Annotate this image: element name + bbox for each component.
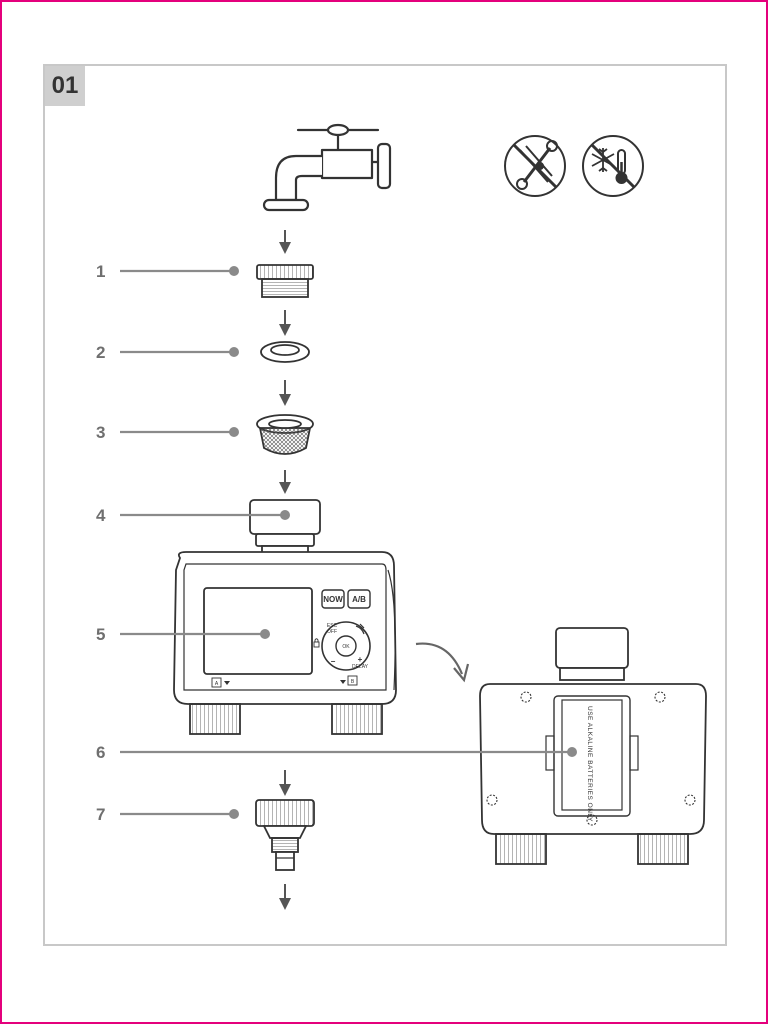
no-tools-icon [504,135,566,197]
plus-button-label: + [358,655,363,664]
callout-6: 6 [96,743,105,762]
part-quick-connector [255,799,315,871]
minus-button-label: − [331,657,336,666]
outlet-a-label: A [215,681,219,687]
outlet-b-label: B [351,679,355,685]
callout-1: 1 [96,262,105,281]
part-washer [260,341,310,363]
off-button-label: OFF [327,629,337,635]
faucet-icon [262,123,392,212]
timer-controls: NOW A/B OK ESC OFF − + DELAY A B [211,589,371,688]
timer-front [173,499,397,735]
callout-5: 5 [96,625,105,644]
esc-button-label: ESC [327,623,338,629]
outlet-a-arrow-icon [224,681,230,685]
now-button-label: NOW [323,595,343,604]
battery-label: USE ALKALINE BATTERIES ONLY [586,706,593,822]
delay-button-label: DELAY [352,664,369,670]
step-badge: 01 [45,66,85,106]
no-frost-icon [582,135,644,197]
ok-button[interactable] [335,635,357,657]
ab-button-label: A/B [352,595,366,604]
ab-button[interactable] [347,589,371,609]
callout-numbers: 1 2 3 4 5 6 7 [96,262,106,824]
callout-3: 3 [96,423,105,442]
flip-arrow-icon [415,642,470,683]
callout-lines [120,269,572,816]
callout-2: 2 [96,343,105,362]
ok-button-label: OK [342,644,350,650]
timer-back [479,627,707,865]
outlet-b-arrow-icon [340,680,346,684]
callout-dots [229,266,577,819]
callout-7: 7 [96,805,105,824]
callout-4: 4 [96,506,106,525]
now-button[interactable] [321,589,345,609]
part-filter [256,414,314,455]
part-threaded-adapter [256,264,314,298]
tap-icon [355,623,365,635]
